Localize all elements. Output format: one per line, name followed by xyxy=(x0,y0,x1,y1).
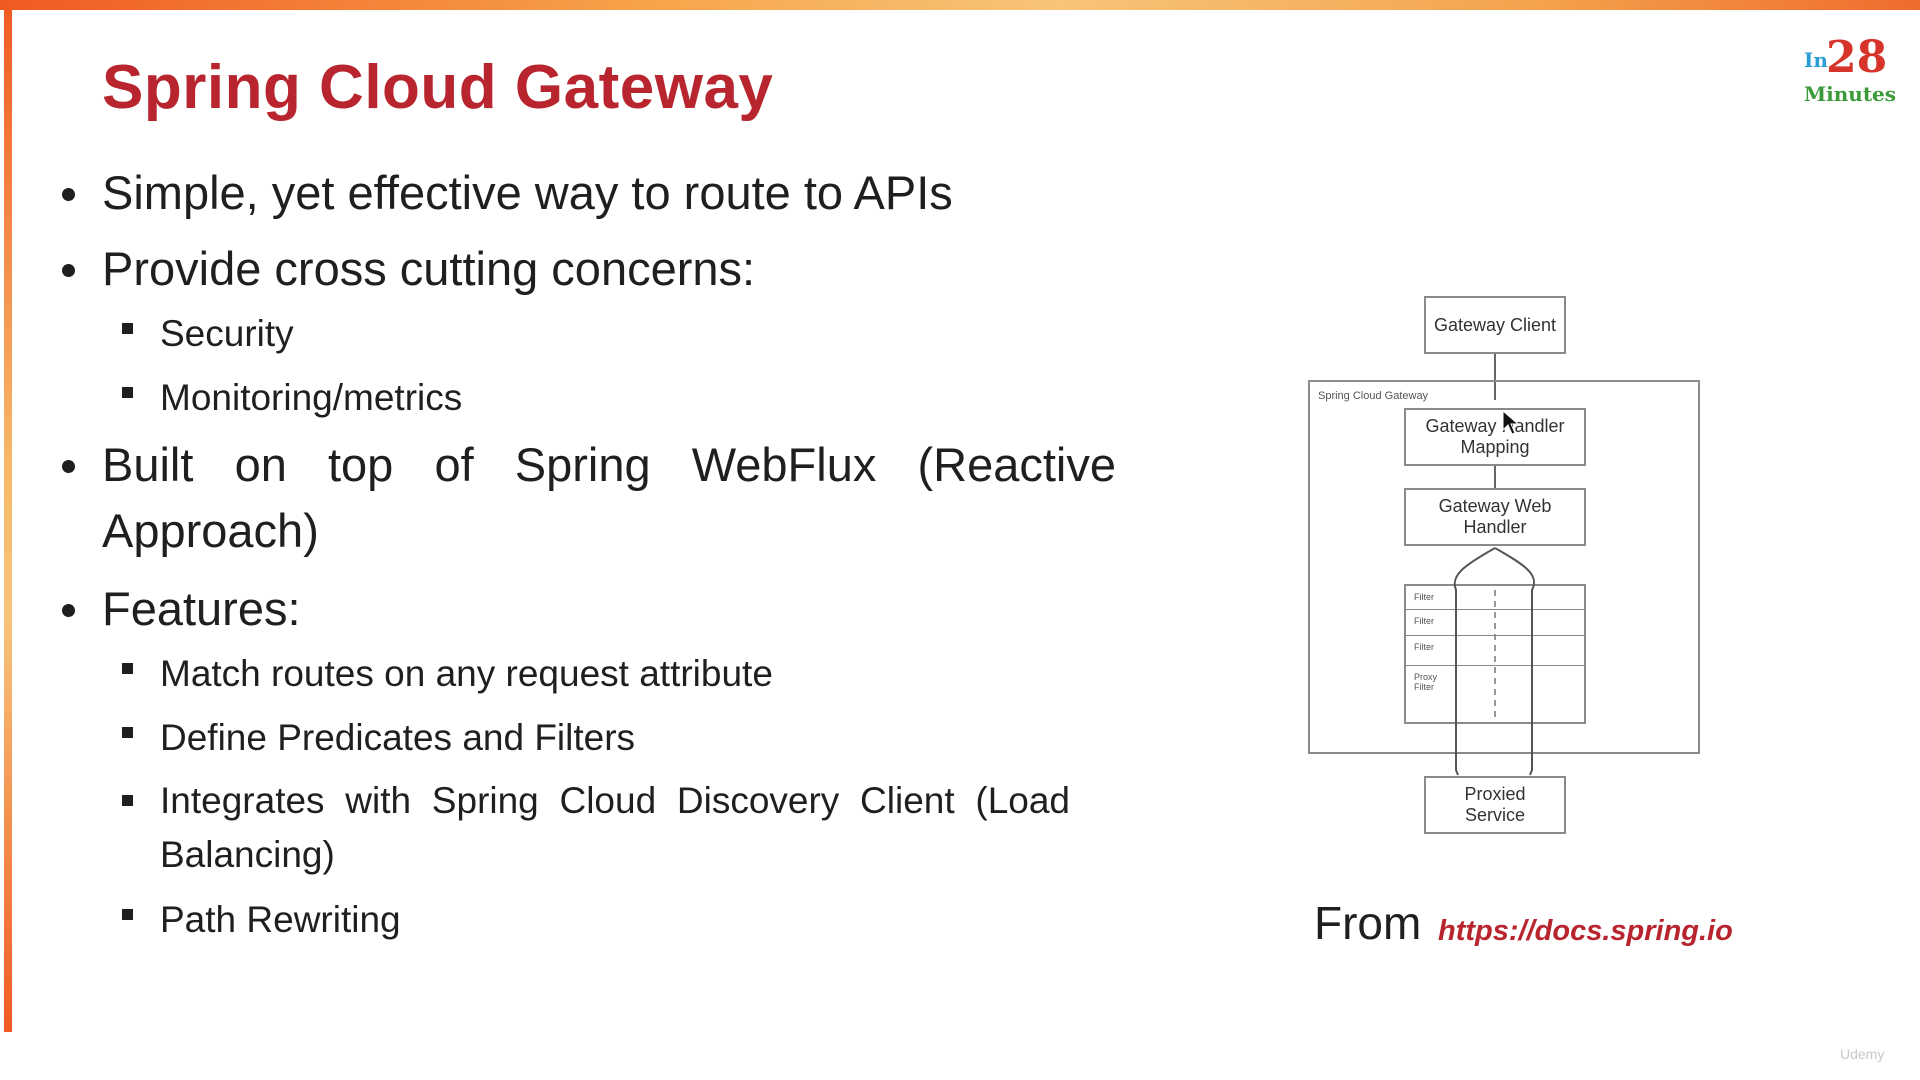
bullet-list: Simple, yet effective way to route to AP… xyxy=(56,160,1116,952)
source-link[interactable]: https://docs.spring.io xyxy=(1438,915,1733,947)
request-flow-lines xyxy=(1453,547,1536,776)
filter-label: Filter xyxy=(1414,616,1434,626)
slide-title: Spring Cloud Gateway xyxy=(102,53,774,122)
spring-cloud-gateway-container: Spring Cloud Gateway xyxy=(1308,380,1700,754)
left-accent-bar xyxy=(4,0,12,1032)
logo-suffix: Minutes xyxy=(1804,82,1897,106)
bullet-item: Simple, yet effective way to route to AP… xyxy=(56,160,1116,226)
sub-bullet-item: Define Predicates and Filters xyxy=(56,706,1070,770)
filter-label: Filter xyxy=(1414,592,1434,602)
bullet-text: Simple, yet effective way to route to AP… xyxy=(102,166,953,219)
filter-row: Filter xyxy=(1406,586,1584,610)
top-accent-bar xyxy=(0,0,1920,10)
gateway-client-label: Gateway Client xyxy=(1433,314,1557,335)
filter-label: Filter xyxy=(1414,642,1434,652)
sub-bullet-item: Security xyxy=(56,302,1070,366)
bullet-text: Provide cross cutting concerns: xyxy=(102,242,756,295)
bullet-text: Features: xyxy=(102,582,301,635)
connector-line xyxy=(1494,354,1496,400)
bullet-item: Provide cross cutting concerns: Security… xyxy=(56,236,1116,430)
bullet-item: Features: Match routes on any request at… xyxy=(56,576,1116,952)
source-prefix: From xyxy=(1314,897,1422,949)
gateway-client-box: Gateway Client xyxy=(1424,296,1566,354)
handler-mapping-label: Gateway Handler Mapping xyxy=(1425,416,1565,457)
sub-bullet-list: Security Monitoring/metrics xyxy=(56,302,1116,430)
logo-number: 28 xyxy=(1826,32,1888,83)
bullet-item: Built on top of Spring WebFlux (Reactive… xyxy=(56,432,1116,564)
sub-bullet-item: Integrates with Spring Cloud Discovery C… xyxy=(56,774,1070,882)
sub-bullet-list: Match routes on any request attribute De… xyxy=(56,642,1116,952)
sub-bullet-item: Path Rewriting xyxy=(56,888,1070,952)
filter-row: Proxy Filter xyxy=(1406,666,1584,724)
udemy-watermark: Udemy xyxy=(1840,1046,1885,1062)
web-handler-label: Gateway Web Handler xyxy=(1438,496,1552,537)
connector-line xyxy=(1494,466,1496,490)
logo-prefix: In xyxy=(1804,48,1828,72)
container-label: Spring Cloud Gateway xyxy=(1318,390,1429,402)
web-handler-box: Gateway Web Handler xyxy=(1404,488,1586,546)
bullet-text: Built on top of Spring WebFlux (Reactive… xyxy=(102,438,1116,557)
gateway-architecture-diagram: Gateway Client Spring Cloud Gateway Gate… xyxy=(1300,290,1730,850)
sub-bullet-item: Match routes on any request attribute xyxy=(56,642,1070,706)
proxied-service-label: Proxied Service xyxy=(1464,784,1526,825)
proxied-service-box: Proxied Service xyxy=(1424,776,1566,834)
filter-label: Proxy Filter xyxy=(1414,672,1438,692)
sub-bullet-item: Monitoring/metrics xyxy=(56,366,1070,430)
handler-mapping-box: Gateway Handler Mapping xyxy=(1404,408,1586,466)
mouse-cursor-icon xyxy=(1502,410,1520,435)
filter-row: Filter xyxy=(1406,636,1584,666)
in28minutes-logo: In 28 Minutes xyxy=(1800,32,1900,112)
